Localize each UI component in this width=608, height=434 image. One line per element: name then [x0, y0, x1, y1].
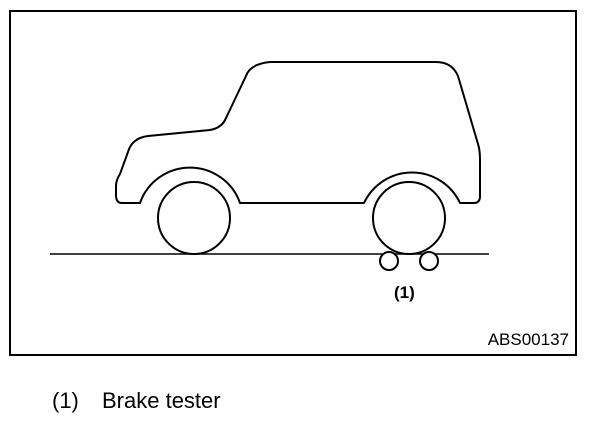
legend-item-label: Brake tester [102, 388, 221, 413]
legend-item-number: (1) [52, 388, 79, 413]
brake-tester-roller-front [379, 251, 399, 271]
callout-label-brake-tester: (1) [394, 283, 415, 302]
figure-id: ABS00137 [487, 330, 569, 349]
legend: (1) Brake tester [52, 388, 221, 414]
figure-id-container: ABS00137 [9, 10, 577, 356]
brake-tester-roller-rear [419, 251, 439, 271]
vehicle-body [115, 61, 481, 204]
figure-frame [9, 10, 577, 356]
